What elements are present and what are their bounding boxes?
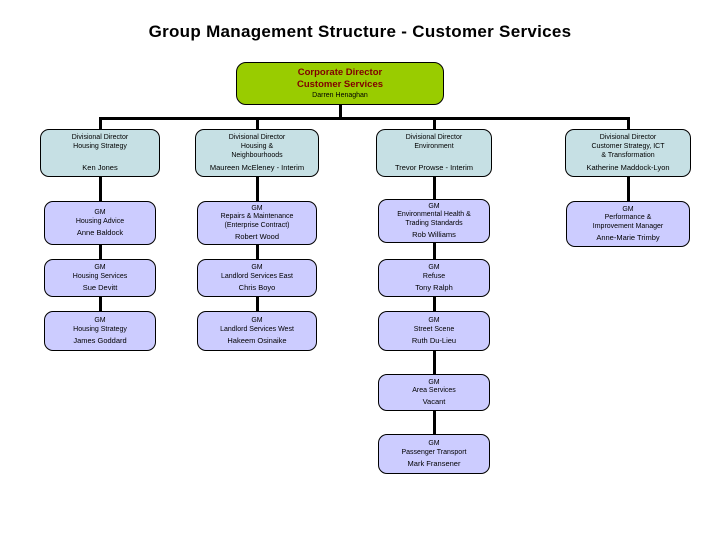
org-node-gm-area-services: GM Area Services Vacant bbox=[378, 374, 490, 411]
node-person: Rob Williams bbox=[412, 229, 456, 239]
node-person: Ken Jones bbox=[82, 162, 118, 172]
node-role: GM Repairs & Maintenance (Enterprise Con… bbox=[220, 204, 294, 230]
node-role: GM Street Scene bbox=[413, 317, 455, 333]
org-node-dd-housing-strategy: Divisional Director Housing Strategy Ken… bbox=[40, 129, 160, 177]
node-person: Sue Devitt bbox=[82, 282, 118, 292]
node-person: Trevor Prowse - Interim bbox=[394, 162, 474, 172]
node-role: GM Landlord Services West bbox=[220, 317, 294, 333]
org-node-gm-passenger-transport: GM Passenger Transport Mark Fransener bbox=[378, 434, 490, 474]
node-person: Ruth Du-Lieu bbox=[411, 335, 457, 345]
node-role: GM Housing Strategy bbox=[73, 317, 127, 333]
node-role: Divisional Director Customer Strategy, I… bbox=[591, 134, 665, 159]
node-person: Hakeem Osinaike bbox=[227, 335, 287, 345]
node-role: Divisional Director Housing & Neighbourh… bbox=[228, 134, 286, 159]
node-person: Robert Wood bbox=[234, 231, 280, 241]
org-node-corporate-director: Corporate Director Customer Services Dar… bbox=[236, 62, 444, 105]
org-node-gm-street-scene: GM Street Scene Ruth Du-Lieu bbox=[378, 311, 490, 351]
node-person: Vacant bbox=[422, 397, 446, 407]
node-role: GM Passenger Transport bbox=[401, 440, 467, 456]
node-person: Katherine Maddock-Lyon bbox=[586, 162, 670, 172]
node-role: Corporate Director Customer Services bbox=[296, 67, 384, 91]
node-person: Mark Fransener bbox=[407, 458, 461, 468]
node-person: Maureen McEleney - Interim bbox=[209, 162, 305, 172]
org-node-gm-housing-strategy: GM Housing Strategy James Goddard bbox=[44, 311, 156, 351]
org-node-dd-environment: Divisional Director Environment Trevor P… bbox=[376, 129, 492, 177]
org-node-gm-repairs-maintenance: GM Repairs & Maintenance (Enterprise Con… bbox=[197, 201, 317, 245]
org-node-gm-environmental-health: GM Environmental Health & Trading Standa… bbox=[378, 199, 490, 243]
org-node-dd-customer-strategy-ict: Divisional Director Customer Strategy, I… bbox=[565, 129, 691, 177]
node-role: GM Housing Advice bbox=[75, 209, 125, 225]
node-person: Chris Boyo bbox=[238, 282, 276, 292]
org-node-gm-landlord-services-west: GM Landlord Services West Hakeem Osinaik… bbox=[197, 311, 317, 351]
page-title: Group Management Structure - Customer Se… bbox=[148, 22, 572, 41]
node-role: GM Refuse bbox=[422, 264, 446, 280]
org-node-dd-housing-neighbourhoods: Divisional Director Housing & Neighbourh… bbox=[195, 129, 319, 177]
org-node-gm-performance-improvement: GM Performance & Improvement Manager Ann… bbox=[566, 201, 690, 247]
node-person: Anne Baldock bbox=[76, 227, 124, 237]
node-role: GM Environmental Health & Trading Standa… bbox=[397, 202, 471, 228]
org-node-gm-landlord-services-east: GM Landlord Services East Chris Boyo bbox=[197, 259, 317, 297]
node-person: Anne-Marie Trimby bbox=[596, 232, 660, 242]
node-person: Tony Ralph bbox=[415, 282, 453, 292]
node-person: Darren Henaghan bbox=[312, 91, 368, 99]
connector-horizontal bbox=[98, 117, 630, 120]
node-role: GM Landlord Services East bbox=[221, 264, 293, 280]
node-role: Divisional Director Environment bbox=[405, 134, 463, 150]
connector-root-stub bbox=[338, 102, 342, 119]
org-node-gm-refuse: GM Refuse Tony Ralph bbox=[378, 259, 490, 297]
org-node-gm-housing-advice: GM Housing Advice Anne Baldock bbox=[44, 201, 156, 245]
node-role: Divisional Director Housing Strategy bbox=[71, 134, 129, 150]
org-node-gm-housing-services: GM Housing Services Sue Devitt bbox=[44, 259, 156, 297]
node-role: GM Performance & Improvement Manager bbox=[592, 205, 664, 231]
node-role: GM Area Services bbox=[412, 378, 456, 395]
node-person: James Goddard bbox=[73, 335, 127, 345]
node-role: GM Housing Services bbox=[72, 264, 128, 280]
